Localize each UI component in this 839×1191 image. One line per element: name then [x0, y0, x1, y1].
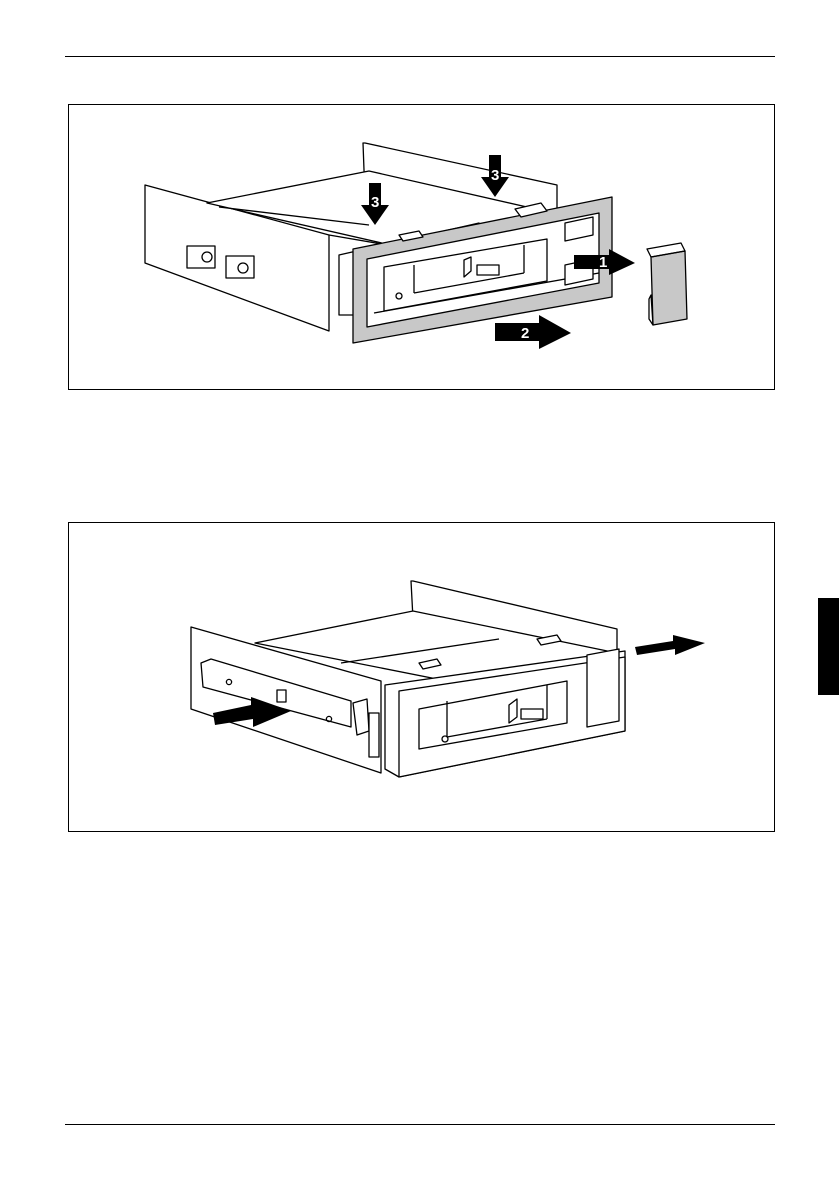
callout-3-left: 3: [371, 194, 379, 211]
figure-install-drive-rail: [68, 522, 775, 832]
drive-rail-illustration: [69, 523, 776, 833]
section-thumb-tab: [818, 598, 839, 695]
bezel-illustration: 1 2 3 3: [69, 105, 776, 391]
callout-1: 1: [599, 254, 607, 271]
header-rule: [65, 56, 775, 57]
callout-2: 2: [521, 325, 529, 342]
callout-3-right: 3: [491, 167, 499, 184]
footer-rule: [65, 1124, 775, 1125]
figure-install-front-bezel: 1 2 3 3: [68, 104, 775, 390]
